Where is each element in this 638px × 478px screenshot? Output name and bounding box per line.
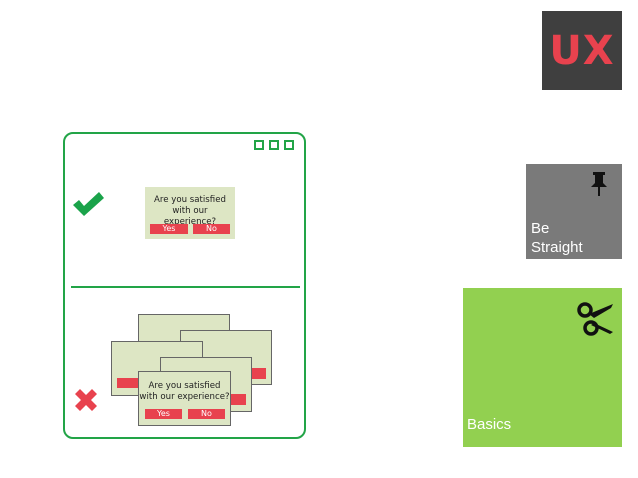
- cross-icon: [75, 389, 97, 411]
- question-line-1: Are you satisfied: [148, 381, 221, 391]
- question-line-2: with our experience?: [163, 206, 217, 227]
- tile-label-line-1: Be: [531, 220, 550, 237]
- check-icon: [73, 192, 104, 216]
- tile-label-line-2: Straight: [531, 239, 583, 256]
- question-line-1: Are you satisfied: [154, 195, 226, 205]
- bad-dialog: Are you satisfied with our experience? Y…: [138, 371, 231, 426]
- stacked-dialog-button: [230, 394, 246, 405]
- browser-illustration: Are you satisfied with our experience? Y…: [63, 132, 306, 439]
- no-button[interactable]: No: [193, 224, 230, 234]
- good-dialog: Are you satisfied with our experience? Y…: [145, 187, 235, 239]
- no-button[interactable]: No: [188, 409, 225, 419]
- scissors-icon: [577, 302, 613, 336]
- divider: [71, 286, 300, 288]
- basics-tile[interactable]: Basics: [463, 288, 622, 447]
- tile-label: Basics: [467, 416, 512, 433]
- be-straight-tile[interactable]: Be Straight: [526, 164, 622, 259]
- dialog-question: Are you satisfied with our experience?: [145, 195, 235, 228]
- ux-badge-text: UX: [549, 27, 615, 74]
- pushpin-icon: [591, 172, 607, 196]
- window-button-icon: [254, 140, 264, 150]
- ux-badge: UX: [542, 11, 622, 90]
- yes-button[interactable]: Yes: [150, 224, 188, 234]
- window-button-icon: [269, 140, 279, 150]
- window-button-icon: [284, 140, 294, 150]
- tile-label: Be Straight: [531, 219, 583, 257]
- dialog-question: Are you satisfied with our experience?: [139, 381, 230, 403]
- stacked-dialog-button: [117, 378, 139, 388]
- stacked-dialog-button: [250, 368, 266, 379]
- question-line-2: with our experience?: [139, 392, 230, 402]
- yes-button[interactable]: Yes: [145, 409, 182, 419]
